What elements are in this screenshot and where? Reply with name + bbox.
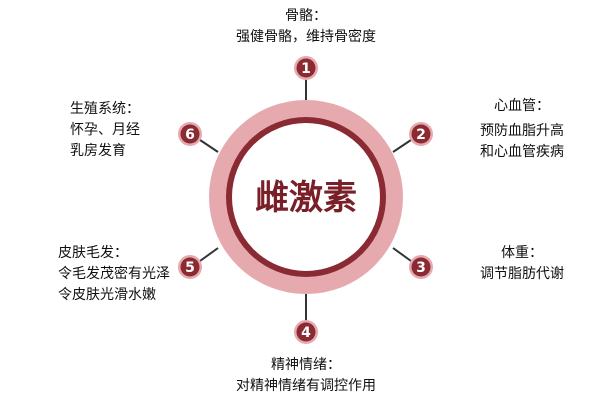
item-title: 精神情绪：: [271, 357, 341, 373]
item-2-label: 心血管： 预防血脂升高 和心血管疾病: [480, 96, 564, 163]
badge-number: 1: [301, 61, 311, 77]
item-title: 骨骼：: [285, 8, 327, 24]
connector-6: [199, 139, 219, 153]
inner-ring: [226, 117, 386, 277]
item-line: 调节脂肪代谢: [480, 266, 564, 282]
item-1-label: 骨骼： 强健骨骼，维持骨密度: [236, 6, 376, 48]
badge-2: 2: [409, 122, 433, 146]
item-line: 强健骨骼，维持骨密度: [236, 29, 376, 45]
item-line: 令毛发茂密有光泽: [58, 266, 170, 282]
badge-6: 6: [178, 122, 202, 146]
item-line: 怀孕、月经: [70, 122, 140, 138]
badge-1: 1: [294, 56, 318, 80]
item-3-label: 体重： 调节脂肪代谢: [480, 243, 564, 285]
connector-3: [392, 247, 412, 262]
badge-number: 3: [416, 260, 426, 276]
badge-circle: [296, 322, 316, 342]
item-line: 乳房发育: [70, 143, 126, 159]
item-title: 体重：: [501, 245, 543, 261]
badge-4: 4: [294, 320, 318, 344]
badge-number: 5: [185, 260, 195, 276]
item-title: 生殖系统：: [70, 101, 140, 117]
badge-5: 5: [178, 255, 202, 279]
item-line: 令皮肤光滑水嫩: [58, 287, 156, 303]
item-5-label: 皮肤毛发： 令毛发茂密有光泽 令皮肤光滑水嫩: [58, 243, 170, 306]
badge-circle: [180, 124, 200, 144]
badge-circle: [411, 257, 431, 277]
badge-number: 4: [301, 325, 311, 341]
item-line: 和心血管疾病: [480, 144, 564, 160]
item-line: 对精神情绪有调控作用: [236, 378, 376, 394]
item-title: 皮肤毛发：: [58, 245, 128, 261]
item-6-label: 生殖系统： 怀孕、月经 乳房发育: [70, 99, 140, 162]
badge-circle: [296, 58, 316, 78]
center-title: 雌激素: [255, 178, 357, 218]
badge-circle: [180, 257, 200, 277]
item-line: 预防血脂升高: [480, 123, 564, 139]
item-title: 心血管：: [494, 98, 550, 114]
connector-2: [392, 139, 412, 153]
item-4-label: 精神情绪： 对精神情绪有调控作用: [236, 355, 376, 397]
badge-number: 2: [416, 127, 426, 143]
badge-circle: [411, 124, 431, 144]
badge-3: 3: [409, 255, 433, 279]
connector-5: [199, 247, 219, 262]
badge-number: 6: [185, 127, 195, 143]
